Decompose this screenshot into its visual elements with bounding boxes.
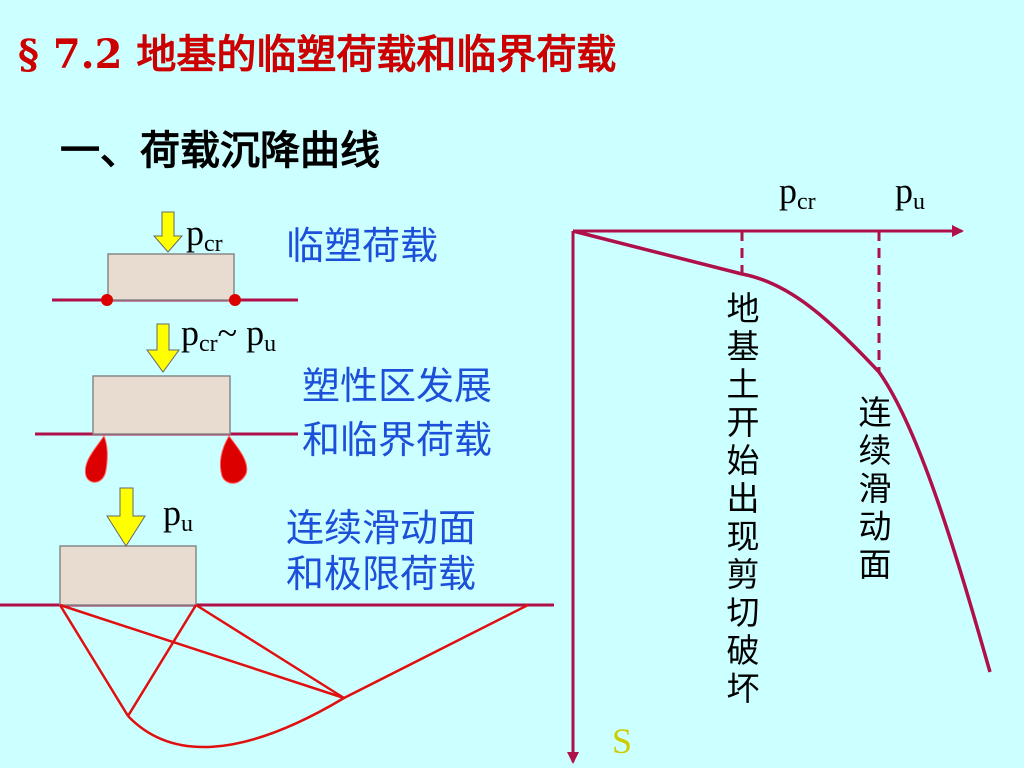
stage2-load-label: pcr~ pu — [181, 313, 277, 357]
footing-stage2 — [92, 375, 231, 435]
stage1-description: 临塑荷载 — [286, 224, 439, 268]
load-settlement-curve — [572, 229, 992, 673]
load-arrow-stage3 — [106, 487, 146, 547]
stage3-description-line2: 和极限荷载 — [286, 552, 477, 596]
axis-pcr-label: pcr — [779, 171, 816, 215]
plastic-point-right — [229, 294, 241, 306]
annotation-shear-start: 地基土开始出现剪切破坏 — [726, 289, 760, 708]
load-arrow-stage1 — [152, 211, 184, 253]
stage1-load-label: pcr — [186, 213, 223, 257]
footing-stage3 — [59, 545, 197, 606]
s-axis-label: S — [612, 721, 633, 761]
page-title: § 7.2 地基的临塑荷载和临界荷载 — [18, 31, 617, 78]
stage2-description-line2: 和临界荷载 — [302, 418, 493, 462]
load-arrow-stage2 — [146, 323, 180, 373]
section-subtitle: 一、荷载沉降曲线 — [60, 127, 380, 174]
stage3-load-label: pu — [163, 493, 193, 537]
axis-pu-label: pu — [895, 171, 925, 215]
footing-stage1 — [107, 253, 235, 301]
plastic-zone-right — [219, 435, 248, 484]
failure-surfaces — [58, 603, 529, 749]
stage3-description-line1: 连续滑动面 — [286, 506, 477, 550]
stage2-description-line1: 塑性区发展 — [302, 364, 493, 408]
plastic-zone-left — [84, 434, 108, 483]
plastic-point-left — [101, 294, 113, 306]
annotation-sliding-surface: 连续滑动面 — [858, 393, 892, 584]
